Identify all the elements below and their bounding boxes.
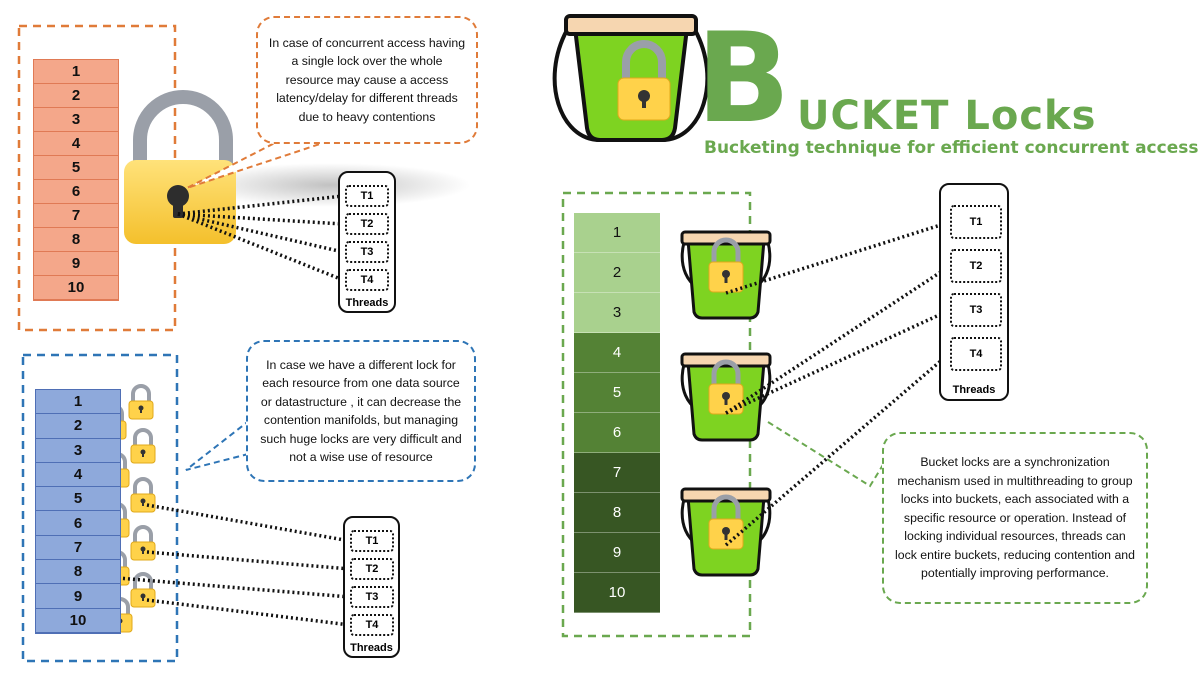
bucket-connectors [724, 220, 952, 547]
resource-cell: 3 [34, 108, 118, 132]
resource-cell: 5 [36, 487, 120, 512]
resource-cell: 5 [574, 373, 660, 413]
threads-label: Threads [350, 642, 393, 654]
page-subtitle: Bucketing technique for efficient concur… [704, 138, 1199, 158]
thread-box: T4 [345, 269, 389, 291]
resource-cell: 5 [34, 156, 118, 180]
resource-cell: 8 [574, 493, 660, 533]
resource-cell: 4 [36, 462, 120, 488]
resource-cell: 10 [36, 608, 120, 633]
resource-cell: 1 [574, 213, 660, 253]
single-lock-threads-panel: T1 T2 T3 T4 Threads [338, 171, 396, 313]
resource-cell: 7 [34, 204, 118, 228]
bucket-resource-list: 1 2 3 4 5 6 7 8 9 10 [574, 213, 660, 613]
thread-box: T2 [950, 249, 1002, 283]
thread-box: T3 [350, 586, 394, 608]
thread-box: T4 [350, 614, 394, 636]
resource-cell: 9 [574, 533, 660, 573]
title-bucket-icon [552, 14, 710, 142]
resource-cell: 8 [34, 228, 118, 252]
threads-label: Threads [345, 297, 389, 309]
resource-cell: 2 [34, 84, 118, 108]
bucket-icon-3 [682, 489, 770, 575]
resource-cell: 6 [34, 180, 118, 204]
per-resource-callout: In case we have a different lock for eac… [246, 340, 476, 482]
thread-box: T3 [345, 241, 389, 263]
bucket-callout-pointer [767, 421, 887, 488]
thread-box: T1 [950, 205, 1002, 239]
per-resource-connectors [117, 503, 351, 627]
bucket-callout: Bucket locks are a synchronization mecha… [882, 432, 1148, 604]
bucket-threads-panel: T1 T2 T3 T4 Threads [939, 183, 1009, 401]
resource-cell: 2 [36, 414, 120, 439]
thread-box: T4 [950, 337, 1002, 371]
thread-box: T1 [345, 185, 389, 207]
thread-box: T2 [350, 558, 394, 580]
single-lock-callout: In case of concurrent access having a si… [256, 16, 478, 144]
single-lock-callout-pointer [186, 129, 321, 189]
resource-cell: 4 [34, 132, 118, 156]
resource-cell: 3 [574, 293, 660, 333]
per-resource-list: 1 2 3 4 5 6 7 8 9 10 [35, 389, 121, 634]
single-lock-resource-list: 1 2 3 4 5 6 7 8 9 10 [33, 59, 119, 301]
title-initial: B [696, 7, 791, 151]
resource-cell: 3 [36, 438, 120, 463]
resource-cell: 10 [34, 276, 118, 300]
single-lock-connectors [177, 194, 344, 282]
resource-cell: 8 [36, 560, 120, 585]
thread-box: T2 [345, 213, 389, 235]
threads-label: Threads [952, 384, 996, 396]
resource-cell: 6 [574, 413, 660, 453]
bucket-icon-2 [682, 354, 770, 440]
thread-box: T3 [950, 293, 1002, 327]
lock-shadow [190, 163, 470, 207]
resource-cell: 4 [574, 333, 660, 373]
per-resource-callout-pointer [185, 419, 257, 471]
resource-cell: 9 [36, 584, 120, 609]
thread-box: T1 [350, 530, 394, 552]
per-resource-threads-panel: T1 T2 T3 T4 Threads [343, 516, 400, 658]
resource-cell: 9 [34, 252, 118, 276]
resource-cell: 7 [574, 453, 660, 493]
per-resource-region [21, 353, 179, 663]
page-title: UCKET Locks [797, 93, 1097, 139]
resource-cell: 1 [34, 60, 118, 84]
resource-cell: 1 [36, 390, 120, 415]
resource-cell: 7 [36, 535, 120, 561]
resource-cell: 6 [36, 511, 120, 536]
resource-cell: 10 [574, 573, 660, 613]
bucket-icon-1 [682, 232, 770, 318]
resource-cell: 2 [574, 253, 660, 293]
